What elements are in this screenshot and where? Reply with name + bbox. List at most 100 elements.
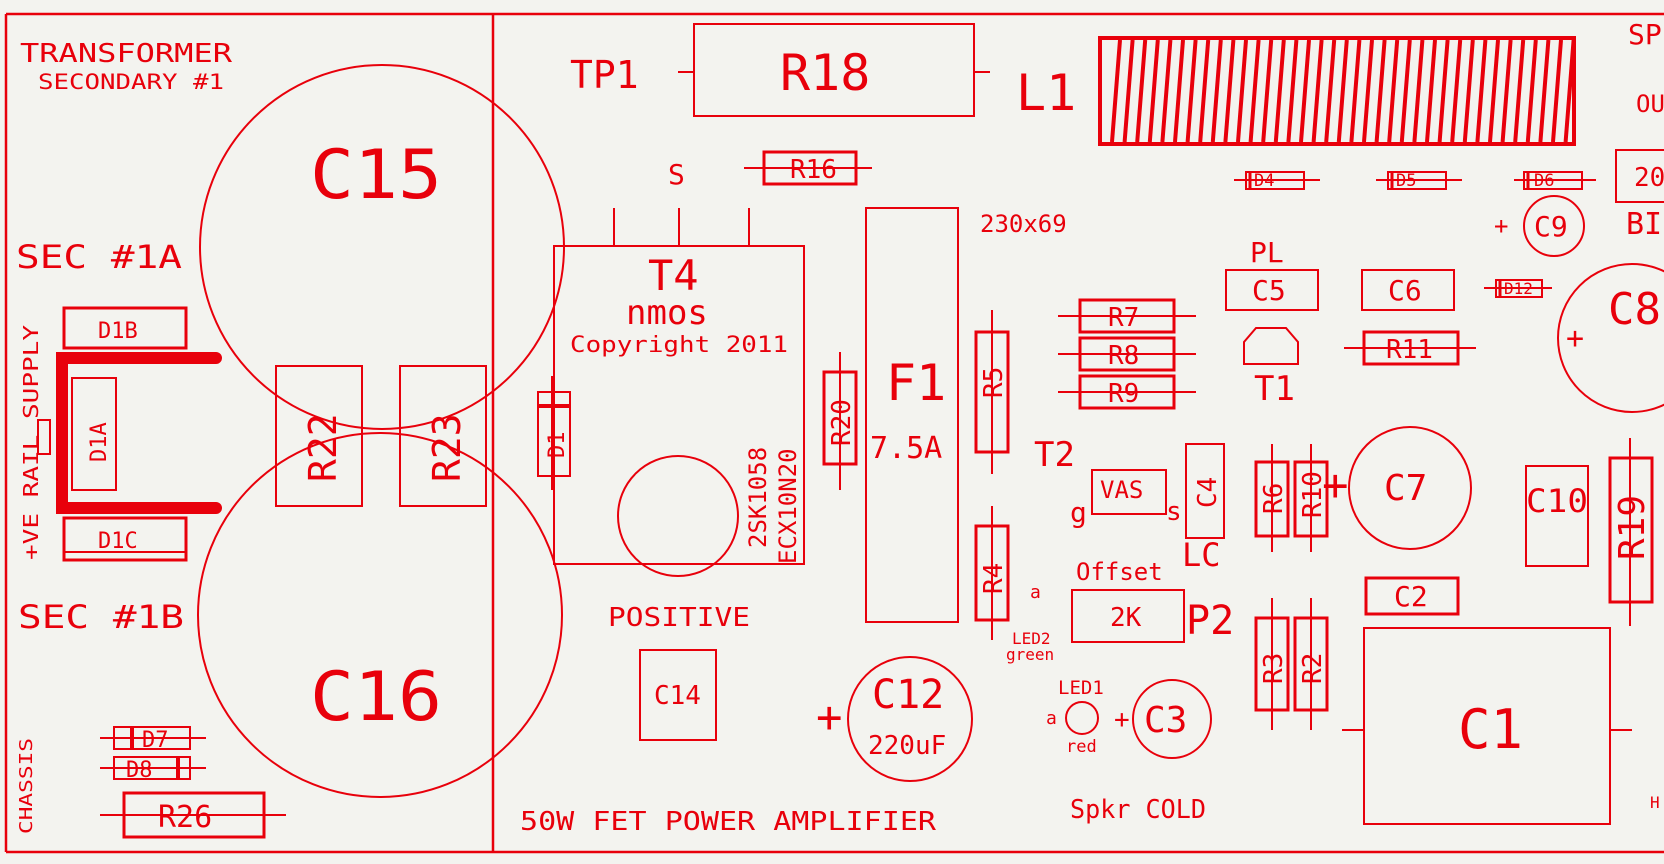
label-d7: D7 [142,728,169,753]
label-transformer-1: TRANSFORMER [20,39,232,69]
transistor-t2-vas [1091,469,1167,515]
label-r16: R16 [790,155,837,185]
label-c9-plus: + [1494,212,1508,240]
resistor-r11 [1344,330,1476,366]
inductor-winding [1286,39,1299,143]
inductor-winding [1147,39,1160,143]
label-rail-supply: +VE RAIL SUPPLY [19,325,43,560]
resistor-r5 [974,310,1010,474]
resistor-r3 [1254,598,1290,730]
label-r7: R7 [1108,303,1139,333]
inductor-winding [1185,39,1198,143]
capacitor-c15-outline [199,64,565,430]
label-vas: VAS [1100,476,1143,504]
diode-d5 [1376,171,1462,190]
label-d1: D1 [545,432,570,459]
label-chassis: CHASSIS [16,738,37,834]
capacitor-c3 [1132,679,1212,759]
resistor-r2 [1293,598,1329,730]
label-led2-color: green [1006,645,1054,664]
inductor-winding [1311,39,1324,143]
inductor-winding [1336,39,1349,143]
label-clipped-h: H [1650,793,1660,812]
label-r4: R4 [979,563,1009,594]
label-d1a: D1A [87,422,112,462]
diode-d1b [62,306,188,350]
label-led1-color: red [1066,737,1097,757]
diode-d6 [1514,171,1596,190]
label-t4: T4 [648,251,699,300]
label-c3: C3 [1144,700,1187,741]
inductor-winding [1374,39,1387,143]
inductor-winding [1324,39,1337,143]
label-clipped-ou: OU [1636,90,1664,118]
diode-d12 [1484,279,1552,298]
inductor-winding [1399,39,1412,143]
label-source: s [1166,497,1182,527]
diode-d7 [100,726,206,750]
label-sec-1b: SEC #1B [18,598,184,636]
diode-d4 [1234,171,1320,190]
label-sink-size: 230x69 [980,210,1067,238]
label-d1b: D1B [98,319,138,344]
label-r22: R22 [301,413,345,482]
inductor-winding [1538,39,1551,143]
resistor-r16 [744,150,872,186]
label-r11: R11 [1386,335,1433,365]
diode-d1 [537,376,571,490]
label-r23: R23 [425,413,469,482]
resistor-r18 [693,23,975,117]
label-d1c: D1C [98,529,138,554]
label-r3: R3 [1259,653,1289,684]
label-l1: L1 [1016,64,1076,122]
diode-d1c [62,516,188,562]
inductor-winding [1160,39,1173,143]
label-led2-anode: a [1030,582,1041,603]
inductor-winding [1425,39,1437,143]
resistor-r19 [1608,438,1654,626]
label-c12: C12 [872,672,944,718]
label-c4: C4 [1193,477,1223,508]
inductor-winding [1500,39,1513,143]
capacitor-c14 [639,649,717,741]
label-source-pin: S [668,158,685,191]
label-positive: POSITIVE [608,603,750,633]
led1 [1065,701,1099,735]
inductor-winding [1135,39,1148,143]
label-c6: C6 [1388,274,1422,307]
resistor-r26 [100,791,286,839]
inductor-winding [1387,39,1400,143]
label-c1: C1 [1458,698,1523,761]
label-r10: R10 [1298,471,1328,518]
label-d5: D5 [1396,171,1416,191]
label-c12-plus: + [816,692,843,743]
label-t4-type: nmos [626,293,708,333]
resistor-r10 [1293,444,1329,552]
label-c2: C2 [1394,580,1428,613]
label-copyright: Copyright 2011 [570,333,788,358]
resistor-r20 [822,352,858,490]
label-t4-part1: 2SK1058 [744,447,772,548]
inductor-winding [1462,39,1475,143]
label-gate: g [1070,496,1087,529]
label-r18: R18 [780,44,870,102]
capacitor-c12 [847,656,973,782]
label-c8-plus: + [1566,321,1584,356]
label-clipped-20: 20 [1634,163,1664,193]
inductor-winding [1273,39,1286,143]
label-r26: R26 [158,800,212,835]
label-p2: P2 [1186,598,1234,644]
inductor-winding [1122,39,1135,143]
inductor-winding [1299,39,1311,143]
inductor-winding [1349,39,1362,143]
label-r6: R6 [1259,483,1289,514]
board-outline [4,12,1664,854]
inductor-winding [1210,39,1223,143]
inductor-winding [1223,39,1236,143]
clipped-component-20 [1615,149,1664,203]
inductor-winding [1488,39,1500,143]
label-r5: R5 [979,367,1009,398]
label-c9: C9 [1534,210,1568,243]
label-board-title: 50W FET POWER AMPLIFIER [520,807,936,837]
